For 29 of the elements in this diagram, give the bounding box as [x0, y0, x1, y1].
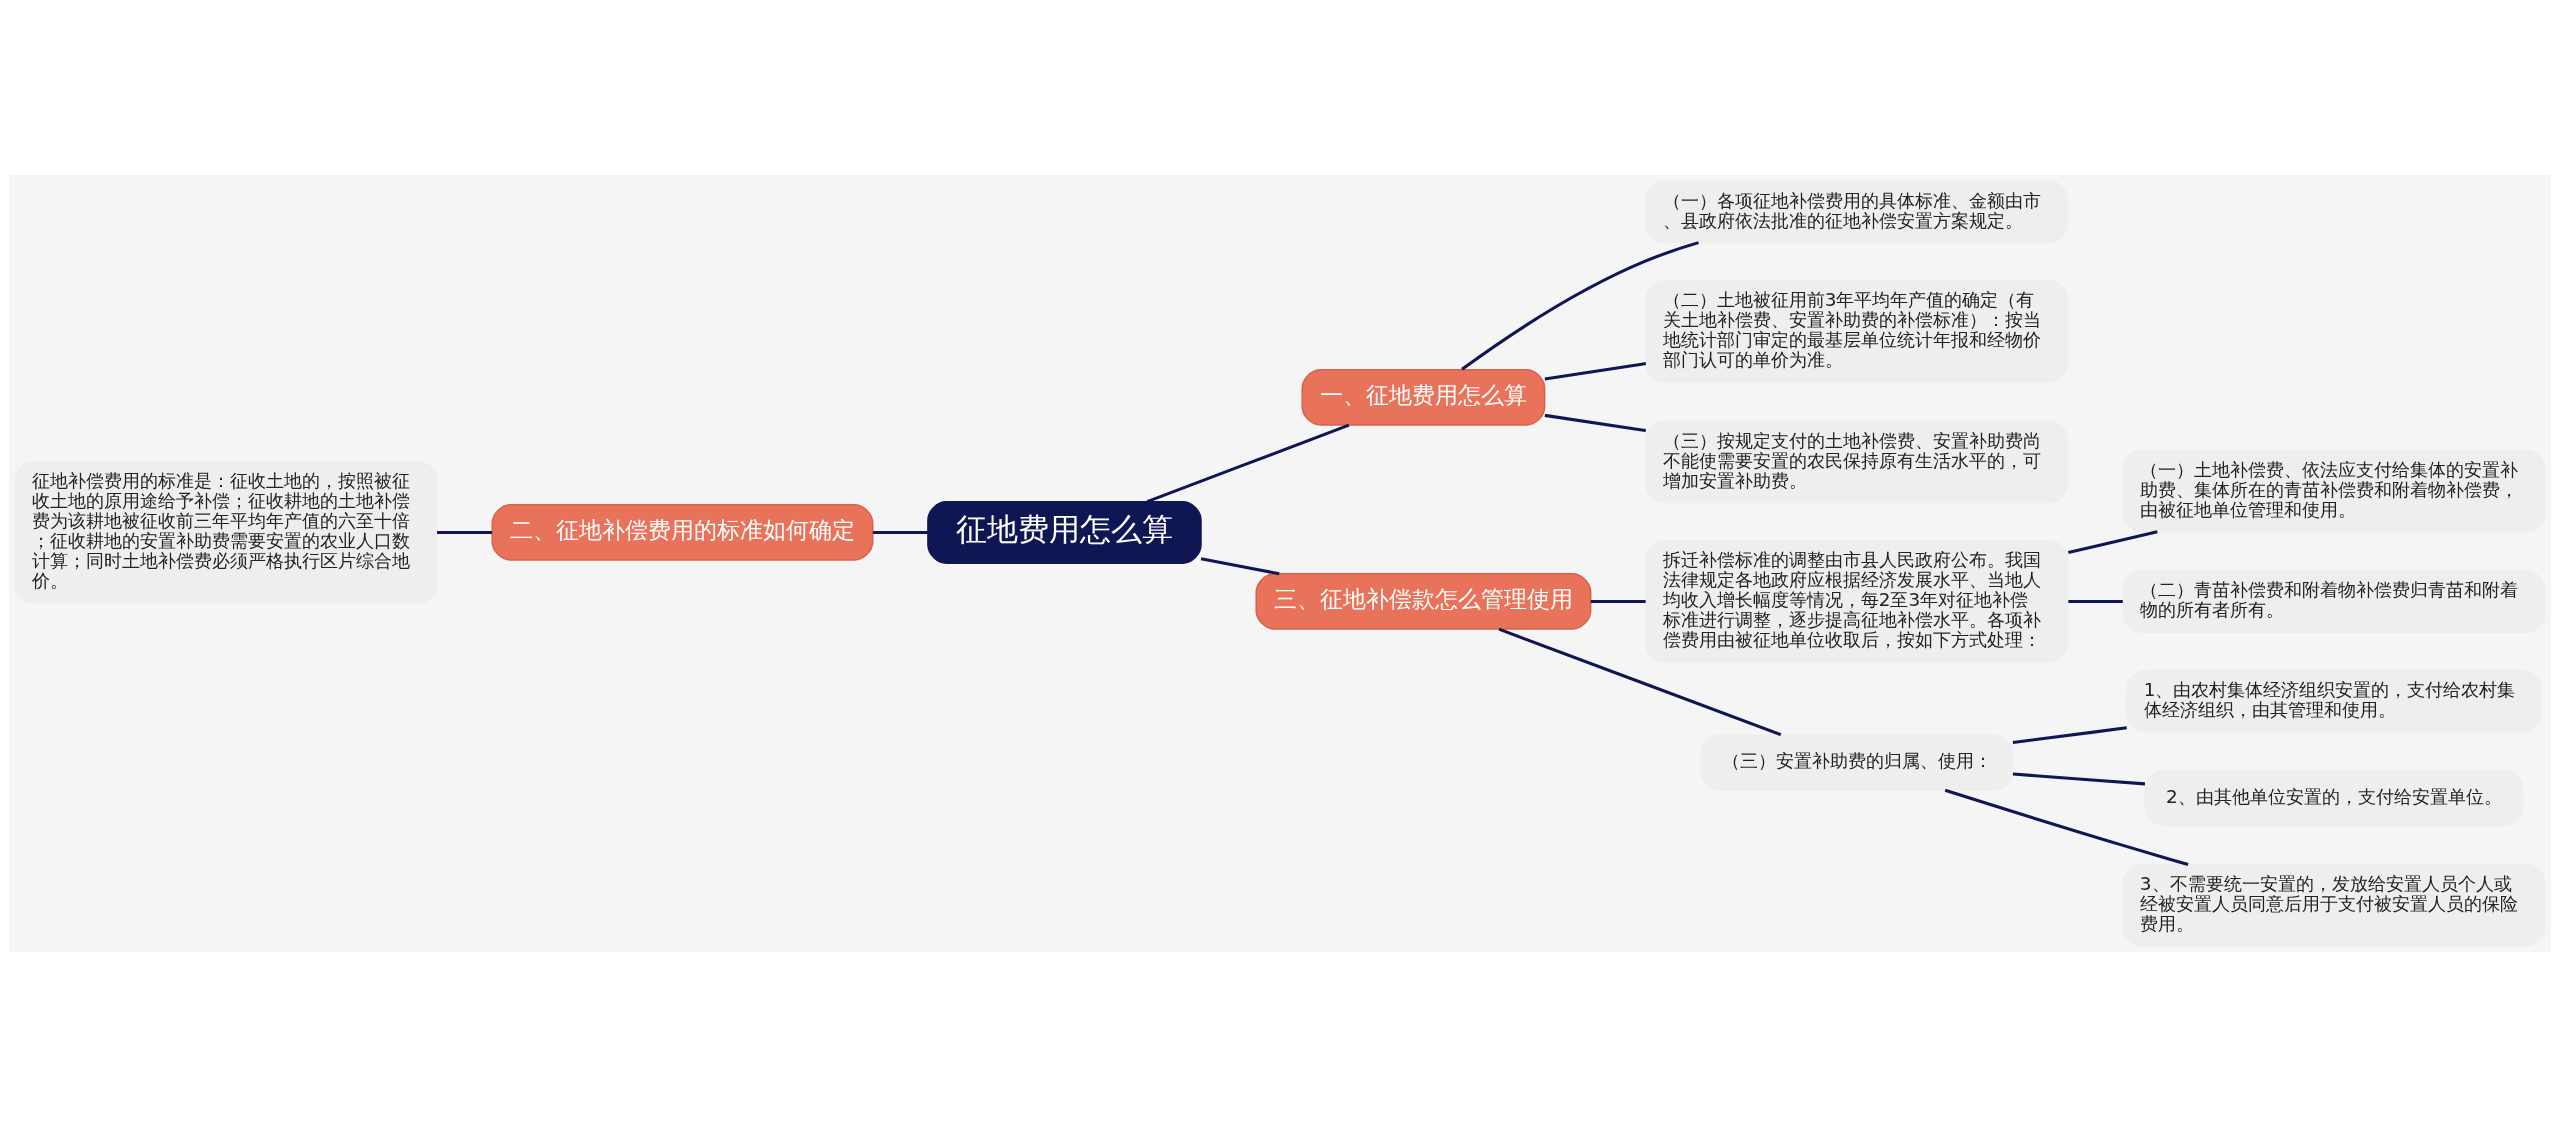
node-box: （三）按规定支付的土地补偿费、安置补助费尚不能使需要安置的农民保持原有生活水平的，可增加安置补助费。: [1645, 419, 2069, 503]
connector: [1544, 361, 1647, 381]
connector: [1544, 413, 1647, 432]
node-box: （一）土地补偿费、依法应支付给集体的安置补助费、集体所在的青苗补偿费和附着物补偿费，由被征地单位管理和使用。: [2122, 449, 2546, 532]
connector: [1944, 788, 2189, 866]
node-box: 3、不需要统一安置的，发放给安置人员个人或经被安置人员同意后用于支付被安置人员的保险费用。: [2122, 863, 2546, 947]
connector: [1461, 240, 1699, 370]
node-box: （二）青苗补偿费和附着物补偿费归青苗和附着物的所有者所有。: [2122, 569, 2546, 633]
node-box: 1、由农村集体经济组织安置的，支付给农村集体经济组织，由其管理和使用。: [2126, 669, 2542, 733]
node-box: （二）土地被征用前3年平均年产值的确定（有关土地补偿费、安置补助费的补偿标准）：按当地统计部门审定的最基层单位统计年报和经物价部门认可的单价为准。: [1645, 279, 2069, 383]
connector: [2068, 599, 2123, 603]
connector: [872, 530, 928, 534]
connector: [1146, 423, 1350, 503]
connector: [1200, 556, 1280, 575]
connector: [1590, 599, 1646, 603]
connector: [2012, 725, 2127, 744]
node-box: 一、征地费用怎么算: [1301, 368, 1546, 426]
node-box: 征地补偿费用的标准是：征收土地的，按照被征收土地的原用途给予补偿；征收耕地的土地补偿费为该耕地被征收前三年平均年产值的六至十倍；征收耕地的安置补助费需要安置的农业人口数计算；同时土地补偿费必须严格执行区片综合地价。: [14, 460, 438, 604]
connector: [2012, 772, 2146, 785]
connector: [437, 530, 492, 534]
node-box: （一）各项征地补偿费用的具体标准、金额由市、县政府依法批准的征地补偿安置方案规定。: [1645, 179, 2069, 243]
node-box: 拆迁补偿标准的调整由市县人民政府公布。我国法律规定各地政府应根据经济发展水平、当地人均收入增长幅度等情况，每2至3年对征地补偿标准进行调整，逐步提高征地补偿水平。各项补偿费用由被征地单位收取后，按如下方式处理：: [1645, 539, 2069, 663]
connector: [1498, 627, 1782, 736]
node-box: （三）安置补助费的归属、使用：: [1700, 733, 2014, 791]
node-box: 二、征地补偿费用的标准如何确定: [491, 503, 874, 561]
node-box: 三、征地补偿款怎么管理使用: [1255, 572, 1592, 630]
connector: [2067, 529, 2158, 554]
node-box: 2、由其他单位安置的，支付给安置单位。: [2144, 768, 2524, 826]
node-box: 征地费用怎么算: [927, 500, 1202, 564]
